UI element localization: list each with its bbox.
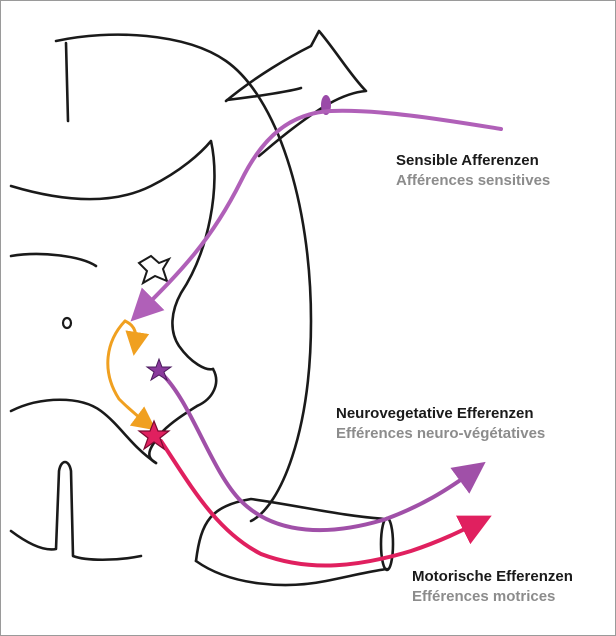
label-autonomic-fr: Efférences neuro-végétatives	[336, 424, 545, 444]
interneuron-cell-icon	[139, 256, 169, 283]
posterior-median-septum	[66, 43, 68, 121]
label-sensory-afferents: Sensible Afferenzen Afférences sensitive…	[396, 151, 550, 191]
label-autonomic-efferents: Neurovegetative Efferenzen Efférences ne…	[336, 404, 545, 444]
label-autonomic-de: Neurovegetative Efferenzen	[336, 404, 545, 424]
interneuron-connection-lower	[108, 321, 149, 425]
grey-commissure	[11, 254, 96, 266]
ventral-root-upper-edge	[196, 499, 386, 561]
ventral-horn-lower	[11, 400, 156, 463]
motor-efferent-pathway	[161, 441, 481, 566]
label-sensory-de: Sensible Afferenzen	[396, 151, 550, 171]
sensory-afferent-pathway	[139, 111, 501, 313]
label-motor-efferents: Motorische Efferenzen Efférences motrice…	[412, 567, 573, 607]
label-sensory-fr: Afférences sensitives	[396, 171, 550, 191]
spinal-cord-outer-contour	[56, 35, 311, 521]
interneuron-connection-upper	[125, 321, 136, 347]
dorsal-root	[226, 31, 366, 156]
label-motor-fr: Efférences motrices	[412, 587, 573, 607]
label-motor-de: Motorische Efferenzen	[412, 567, 573, 587]
anterior-median-fissure	[11, 462, 141, 560]
ventral-root-cut-end	[381, 518, 393, 570]
central-canal	[63, 318, 71, 328]
